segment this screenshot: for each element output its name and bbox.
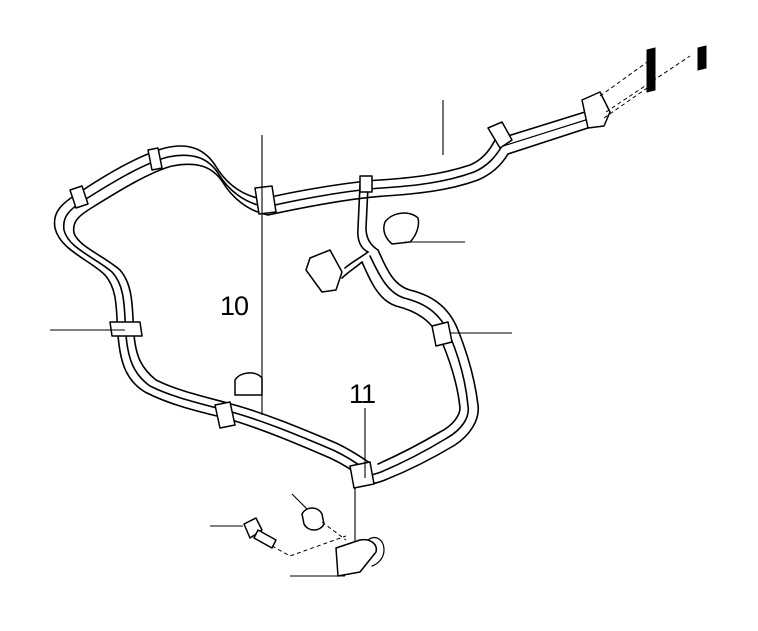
clip-left-upper: [69, 185, 89, 209]
nut: [301, 507, 325, 531]
clip-lower-center: [234, 372, 263, 396]
bolt-shank: [253, 529, 277, 549]
connector-top-right: [581, 91, 611, 129]
hose-bundle: [53, 111, 601, 485]
callout-10: 10: [220, 291, 249, 321]
connector-upper: [487, 121, 513, 149]
clip-bottom: [349, 461, 375, 489]
clip-left-middle: [109, 321, 143, 337]
clip-lower-left: [214, 401, 236, 429]
clip-right: [431, 321, 453, 347]
bolt-dashed-path: [271, 535, 347, 557]
callout-11: 11: [349, 379, 376, 409]
mounting-bracket: [335, 538, 378, 577]
hose-clips: [69, 147, 453, 489]
tee-junction: [359, 175, 373, 193]
dashed-extension: [599, 45, 707, 119]
leader-nut: [291, 493, 309, 511]
bracket-left: [646, 47, 656, 93]
connectors: [305, 91, 611, 293]
mounting-hardware: [243, 507, 385, 577]
bracket-right: [697, 45, 707, 71]
clip-top-left: [147, 147, 163, 171]
clip-open-right: [383, 212, 420, 245]
clip-top-center: [254, 185, 277, 215]
valve-connector: [305, 249, 343, 293]
